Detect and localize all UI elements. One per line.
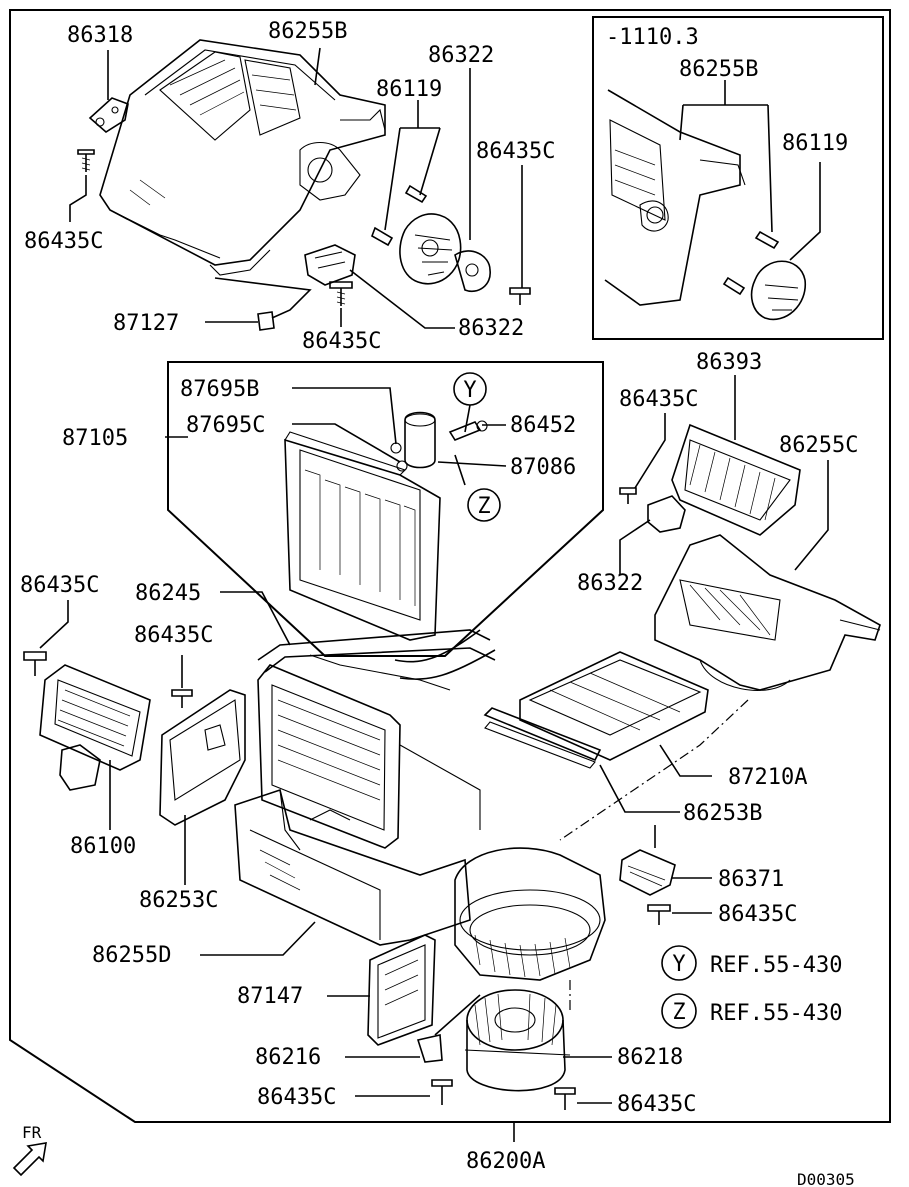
callout-z-circle [467,488,501,522]
screw-86119 [371,184,428,247]
screw-86435c-left-mid [171,689,193,708]
legend-z: Z [672,1000,685,1025]
label-86452: 86452 [510,413,576,438]
inset-housing [604,89,806,321]
evaporator-87105 [284,431,441,641]
resistor-86371 [619,849,676,896]
actuator-86322-right [647,495,686,533]
screw-86435c-top-left [77,149,95,172]
heater-core-86245 [257,629,496,849]
label-87086: 87086 [510,455,576,480]
label-86371: 86371 [718,867,784,892]
label-87695b: 87695B [180,377,259,402]
label-86435c-i: 86435C [617,1092,696,1117]
label-86216: 86216 [255,1045,321,1070]
label-86200a: 86200A [466,1149,545,1174]
inset-date-range: -1110.3 [606,25,699,50]
screw-86435c-bottom-left [431,1079,453,1105]
housing-86255c [654,534,881,691]
screw-86435c-top-right [509,287,531,305]
label-86322-right: 86322 [577,571,643,596]
inset-label-86119: 86119 [782,131,848,156]
label-86435c-h: 86435C [257,1085,336,1110]
expansion-valve-87086 [404,411,436,469]
label-86435c-c: 86435C [302,329,381,354]
label-86119: 86119 [376,77,442,102]
label-87105: 87105 [62,426,128,451]
label-87147: 87147 [237,984,303,1009]
filter-cover-86393 [671,423,801,536]
label-86435c-d: 86435C [619,387,698,412]
evaporator-box [167,361,604,657]
orientation-label: FR [22,1123,42,1142]
actuator-86322-mid [304,244,356,286]
label-86253c: 86253C [139,888,218,913]
label-86435c-b: 86435C [24,229,103,254]
blower-motor-86218 [464,989,571,1092]
label-86245: 86245 [135,581,201,606]
actuator-86318 [88,97,129,133]
label-86100: 86100 [70,834,136,859]
legend-y: Y [672,952,685,977]
label-86255d: 86255D [92,943,171,968]
duct-86253c [159,689,246,826]
heater-assembly-86100 [39,664,151,791]
filter-87210a [519,651,709,761]
legend-z-ref: REF.55-430 [710,1001,842,1026]
bolt-86452 [448,420,488,441]
lower-housing-86255d [234,744,481,946]
label-86322-top: 86322 [428,43,494,68]
screw-86435c-right-upper [619,487,637,504]
label-86253b: 86253B [683,801,762,826]
damper-lever-86322 [399,213,491,292]
legend-y-circle [661,945,697,981]
drawing-code: D00305 [797,1170,855,1187]
label-86435c-e: 86435C [20,573,99,598]
diagram-frame [9,9,891,1123]
label-86393: 86393 [696,350,762,375]
blower-case-86200a [454,847,606,981]
screw-86435c-bottom-right [554,1087,576,1110]
inset-label-86255b: 86255B [679,57,758,82]
screw-86435c-mid [329,281,353,306]
rod-87127 [214,277,312,331]
filter-frame-86253b [483,707,602,769]
label-86318: 86318 [67,23,133,48]
callout-y-circle [453,372,487,406]
label-87695c: 87695C [186,413,265,438]
label-86322-mid: 86322 [458,316,524,341]
label-87210a: 87210A [728,765,807,790]
screw-86435c-left-top [23,651,47,676]
legend-z-circle [661,993,697,1029]
controller-87147 [367,934,436,1046]
label-86435c-g: 86435C [718,902,797,927]
label-86255c: 86255C [779,433,858,458]
inset-box [592,16,884,340]
label-86435c-f: 86435C [134,623,213,648]
front-arrow-icon [12,1142,47,1177]
upper-housing-86255b [99,39,386,276]
legend-y-ref: REF.55-430 [710,953,842,978]
bracket-86216 [416,1034,443,1063]
label-86255b: 86255B [268,19,347,44]
label-86435c-a: 86435C [476,139,555,164]
label-87127: 87127 [113,311,179,336]
screw-86435c-right-lower [647,904,671,925]
callout-y: Y [463,378,476,403]
label-86218: 86218 [617,1045,683,1070]
callout-z: Z [477,494,490,519]
